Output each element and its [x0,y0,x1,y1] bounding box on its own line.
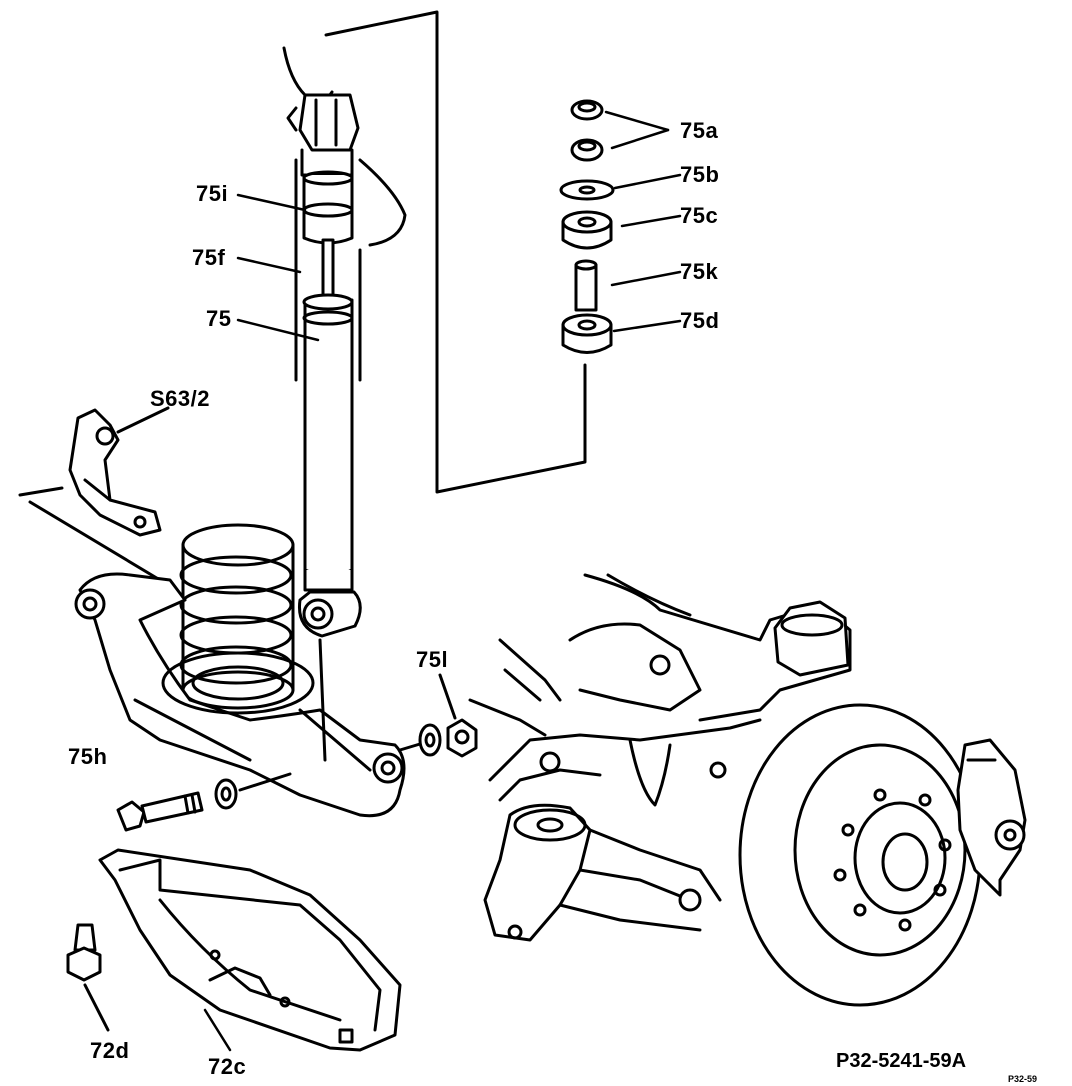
label-75: 75 [206,306,232,331]
label-72d: 72d [90,1038,130,1063]
part-75a-lower-cone [570,138,604,162]
part-75d-lower-bushing [561,313,613,354]
drawing-reference-number: P32-5241-59A [836,1050,967,1072]
label-75a: 75a [680,118,719,143]
wheel-carrier-brake-disc-assembly [468,573,1027,1007]
part-75c-rubber-bushing [561,210,613,250]
label-75d: 75d [680,308,720,333]
underbody-cover-72c [98,848,402,1052]
part-75b-washer [559,179,615,201]
label-75b: 75b [680,162,720,187]
label-72c: 72c [208,1054,247,1079]
leader-lines-lower [203,1008,232,1052]
assembly-frame-line [324,10,587,494]
shock-absorber-75 [282,46,407,638]
level-sensor-s63-2 [18,406,170,582]
label-75l: 75l [416,647,449,672]
label-75h: 75h [68,744,108,769]
bolt-75h [116,772,292,832]
label-75f: 75f [192,245,226,270]
label-75c: 75c [680,203,719,228]
nut-75l [398,673,478,758]
label-s63-2: S63/2 [150,386,210,411]
label-75k: 75k [680,259,719,284]
label-75i: 75i [196,181,229,206]
part-75k-sleeve [574,259,598,312]
leader-lines-top-stack [604,110,682,333]
coil-spring [179,523,295,710]
drawing-reference-small: P32-59 [1008,1074,1038,1084]
lower-control-arm [74,572,406,818]
leader-lines-shock [236,193,320,342]
part-75a-upper-cone [570,99,604,121]
screw-72d [66,923,110,1032]
